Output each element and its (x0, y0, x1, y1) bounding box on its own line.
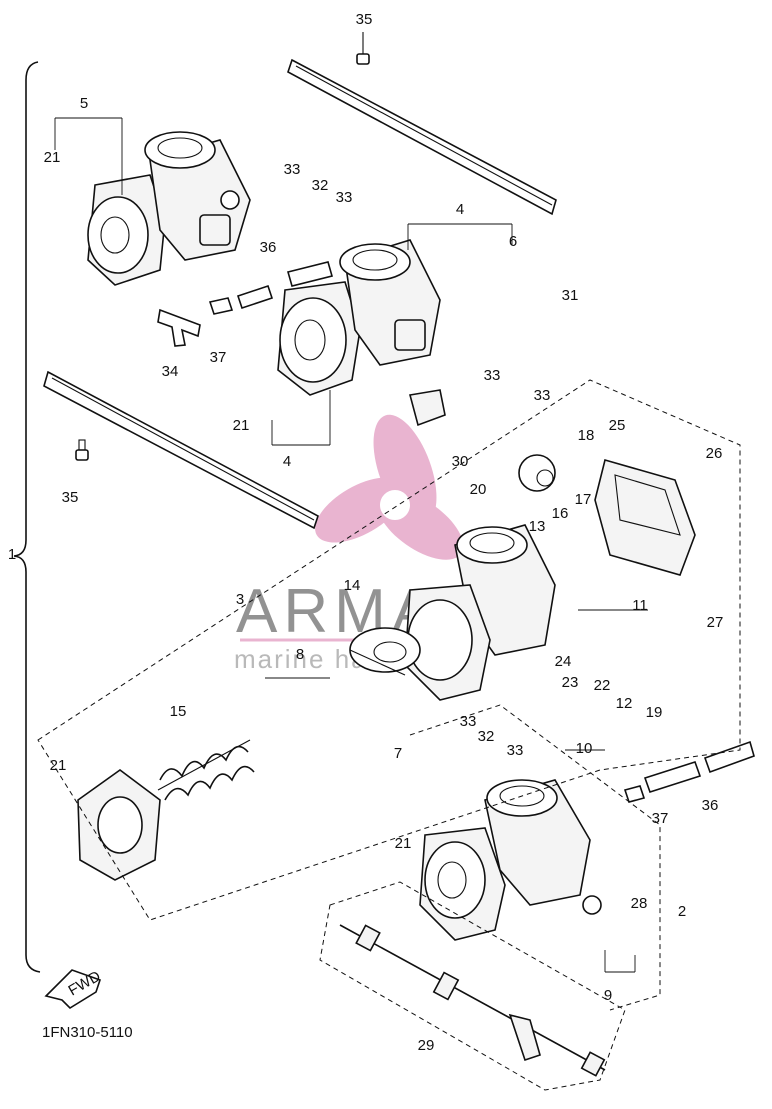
callout-13: 13 (529, 518, 546, 535)
callout-34: 34 (162, 363, 179, 380)
callout-4: 4 (283, 453, 291, 470)
callout-5: 5 (80, 95, 88, 112)
callout-23: 23 (562, 674, 579, 691)
callout-4: 4 (456, 201, 464, 218)
callout-33: 33 (336, 189, 353, 206)
callout-33: 33 (484, 367, 501, 384)
callout-36: 36 (260, 239, 277, 256)
spring-15 (157, 739, 255, 801)
callout-33: 33 (534, 387, 551, 404)
callout-35: 35 (62, 489, 79, 506)
callout-12: 12 (616, 695, 633, 712)
t-fitting-34 (157, 308, 201, 347)
callout-28: 28 (631, 895, 648, 912)
assembly-bracket (13, 61, 41, 973)
callout-1: 1 (8, 546, 16, 563)
callout-17: 17 (575, 491, 592, 508)
callout-37: 37 (210, 349, 227, 366)
callout-7: 7 (394, 745, 402, 762)
callout-31: 31 (562, 287, 579, 304)
callout-32: 32 (478, 728, 495, 745)
callout-21: 21 (50, 757, 67, 774)
chamber-cover (77, 769, 161, 881)
callout-29: 29 (418, 1037, 435, 1054)
leader-lines (54, 117, 648, 973)
callout-32: 32 (312, 177, 329, 194)
callout-35: 35 (356, 11, 373, 28)
callout-9: 9 (604, 987, 612, 1004)
upper-joint-rail (287, 58, 557, 216)
callout-27: 27 (707, 614, 724, 631)
lower-joint-rail (43, 370, 319, 530)
callout-15: 15 (170, 703, 187, 720)
callout-21: 21 (395, 835, 412, 852)
bolt-35-bottom (75, 439, 89, 461)
callout-2: 2 (678, 903, 686, 920)
callout-33: 33 (284, 161, 301, 178)
carburetor-5 (87, 131, 251, 286)
callout-16: 16 (552, 505, 569, 522)
float-bowl-25 (594, 459, 696, 576)
callout-25: 25 (609, 417, 626, 434)
callout-8: 8 (296, 646, 304, 663)
float-20 (518, 454, 556, 492)
callout-26: 26 (706, 445, 723, 462)
dashed-groups (37, 379, 741, 1091)
diagram-code: 1FN310-5110 (42, 1024, 133, 1041)
callout-14: 14 (344, 577, 361, 594)
carburetor-2 (419, 779, 602, 941)
callout-33: 33 (507, 742, 524, 759)
callout-3: 3 (236, 591, 244, 608)
callout-21: 21 (44, 149, 61, 166)
throttle-linkage-29 (339, 924, 606, 1077)
callout-33: 33 (460, 713, 477, 730)
callout-21: 21 (233, 417, 250, 434)
callout-18: 18 (578, 427, 595, 444)
bolt-35-top (356, 32, 370, 65)
propeller-logo (315, 414, 464, 560)
callout-22: 22 (594, 677, 611, 694)
callout-36: 36 (702, 797, 719, 814)
callout-30: 30 (452, 453, 469, 470)
callout-20: 20 (470, 481, 487, 498)
callout-19: 19 (646, 704, 663, 721)
fwd-arrow: FWD (44, 968, 104, 1010)
carburetor-4 (277, 239, 446, 427)
callout-24: 24 (555, 653, 572, 670)
callout-6: 6 (509, 233, 517, 250)
callout-11: 11 (632, 597, 648, 614)
callout-10: 10 (576, 740, 593, 757)
pipes-36-37 (208, 261, 755, 803)
carburetor-3 (404, 524, 556, 701)
diaphragm-14 (349, 627, 421, 676)
callout-37: 37 (652, 810, 669, 827)
